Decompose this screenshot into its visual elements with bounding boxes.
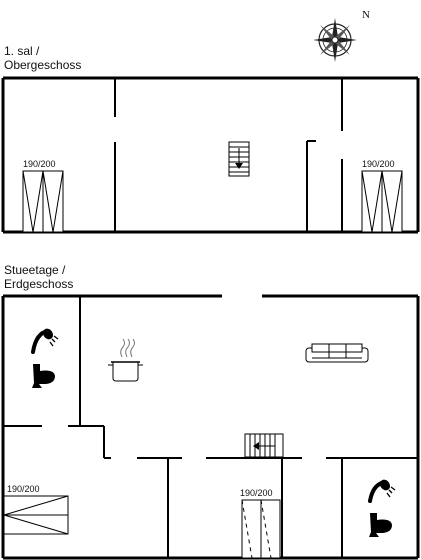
upper-right-bed-icon bbox=[361, 170, 403, 233]
upper-staircase-icon bbox=[228, 141, 250, 177]
sofa-icon bbox=[305, 343, 369, 363]
upper-left-bed-icon bbox=[22, 170, 64, 233]
upper-floor-label-line2: Obergeschoss bbox=[4, 58, 82, 72]
upper-floor-plan bbox=[1, 76, 420, 234]
ground-left-toilet-icon bbox=[32, 364, 55, 388]
cooking-pot-icon bbox=[108, 338, 143, 382]
ground-right-shower-icon bbox=[368, 479, 396, 503]
ground-floor-label-line1: Stueetage / bbox=[4, 263, 66, 277]
ground-center-bed-icon bbox=[241, 499, 281, 559]
compass-rose-icon bbox=[313, 18, 357, 62]
upper-floor-label-line1: 1. sal / bbox=[4, 44, 40, 58]
ground-floor-inner-walls bbox=[3, 296, 418, 558]
north-label: N bbox=[362, 9, 370, 21]
upper-floor-label: 1. sal / Obergeschoss bbox=[4, 44, 81, 72]
ground-left-bed-icon bbox=[3, 495, 69, 535]
upper-floor-outer-walls bbox=[1, 76, 420, 234]
ground-left-shower-icon bbox=[31, 328, 59, 354]
ground-center-bed-size: 190/200 bbox=[240, 488, 273, 498]
upper-left-bed-size: 190/200 bbox=[23, 159, 56, 169]
ground-left-bed-size: 190/200 bbox=[7, 484, 40, 494]
ground-staircase-icon bbox=[244, 433, 284, 458]
ground-floor-plan bbox=[1, 294, 420, 560]
ground-right-toilet-icon bbox=[369, 513, 392, 537]
upper-floor-inner-walls bbox=[114, 78, 343, 232]
ground-floor-label: Stueetage / Erdgeschoss bbox=[4, 263, 73, 291]
upper-right-bed-size: 190/200 bbox=[362, 159, 395, 169]
ground-floor-label-line2: Erdgeschoss bbox=[4, 277, 74, 291]
